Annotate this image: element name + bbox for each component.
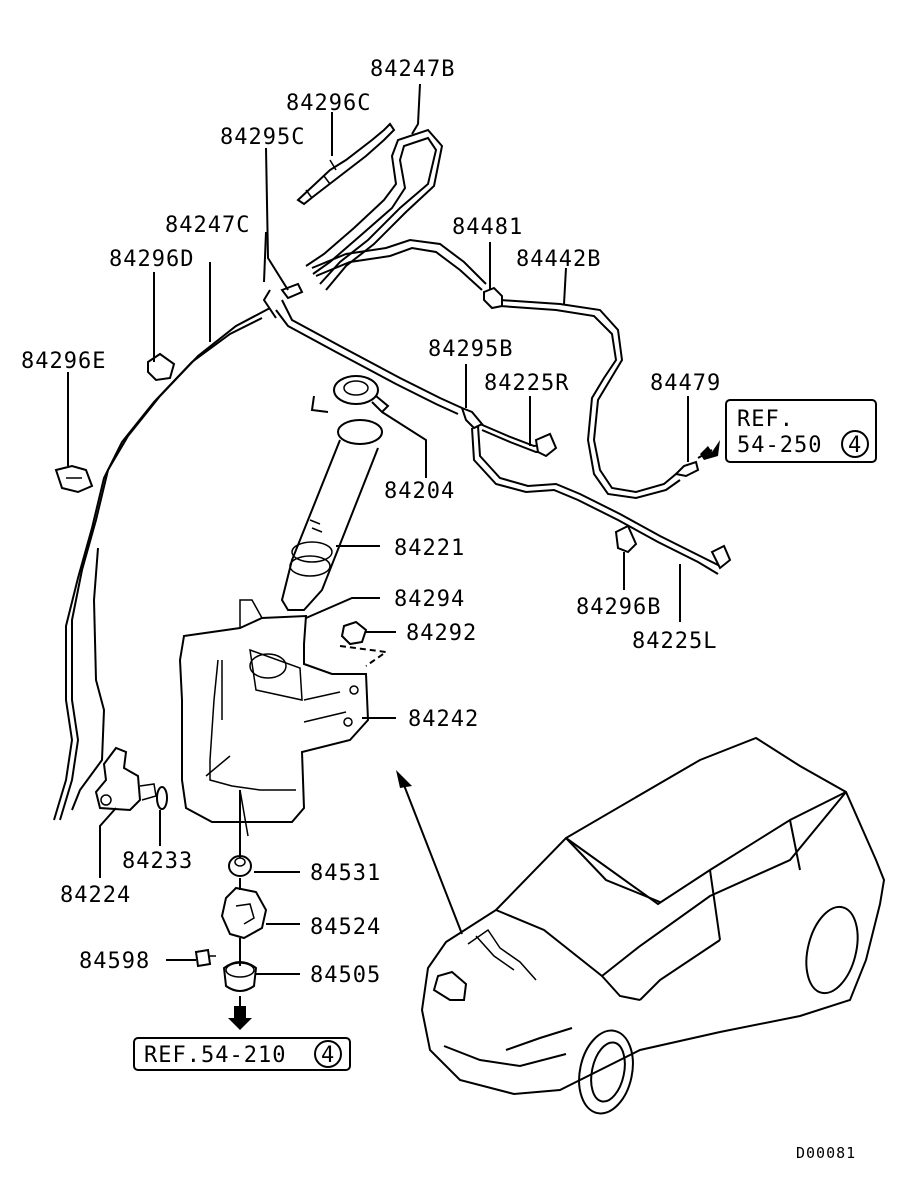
label-84292: 84292 (406, 621, 477, 646)
label-84294: 84294 (394, 587, 465, 612)
washer-pump-84224 (94, 746, 157, 812)
filler-cap-84204 (310, 375, 390, 414)
label-84247B: 84247B (370, 57, 455, 82)
clip-84296E (54, 464, 94, 494)
arrow-down-icon (228, 1006, 252, 1030)
label-84221: 84221 (394, 536, 465, 561)
label-84598: 84598 (79, 949, 150, 974)
label-84295B: 84295B (428, 337, 513, 362)
label-84481: 84481 (452, 215, 523, 240)
label-84524: 84524 (310, 915, 381, 940)
label-84531: 84531 (310, 861, 381, 886)
label-84442B: 84442B (516, 247, 601, 272)
clip-84296C (296, 122, 396, 206)
location-arrow-icon (396, 770, 463, 935)
washer-tank-84242 (178, 599, 370, 837)
grommet-84233 (156, 786, 168, 810)
filler-neck-84221 (280, 419, 383, 611)
hose-84247C (53, 307, 271, 821)
label-84296E: 84296E (21, 349, 106, 374)
nozzle-84225R (534, 432, 558, 458)
band-84505 (222, 961, 258, 992)
clip-84295C (280, 282, 304, 300)
clip-84296B (614, 524, 638, 554)
clip-84296D (147, 352, 176, 382)
ref-bottom-circle-number: 4 (321, 1043, 335, 1068)
ref-box-54-210: REF.54-210 4 (133, 1037, 351, 1071)
label-84247C: 84247C (165, 213, 250, 238)
check-valve-84481 (483, 286, 503, 310)
bolt-84598 (194, 948, 216, 968)
ref-top-circle-number: 4 (848, 433, 862, 458)
label-84224: 84224 (60, 883, 131, 908)
label-84296D: 84296D (109, 247, 194, 272)
label-84505: 84505 (310, 963, 381, 988)
label-84296C: 84296C (286, 91, 371, 116)
joint-84295B (460, 406, 484, 430)
hose-84247B (305, 128, 444, 291)
label-84296B: 84296B (576, 595, 661, 620)
label-84225R: 84225R (484, 371, 569, 396)
motor-84524 (220, 886, 268, 940)
grommet-84531 (228, 855, 252, 877)
ref-bottom-text: REF.54-210 (144, 1043, 286, 1068)
label-84225L: 84225L (632, 629, 717, 654)
diagram-code: D00081 (796, 1144, 856, 1162)
leader-lines (67, 83, 689, 1010)
label-84242: 84242 (408, 707, 479, 732)
label-84295C: 84295C (220, 125, 305, 150)
vehicle-outline (420, 736, 886, 1115)
hose-84442B (311, 238, 681, 500)
hose-84225L (262, 289, 721, 575)
nut-84292 (340, 620, 368, 646)
label-84479: 84479 (650, 371, 721, 396)
ref-top-line2: 54-250 (737, 433, 822, 458)
label-84204: 84204 (384, 479, 455, 504)
connector-84479 (673, 460, 700, 478)
nozzle-84225L (710, 544, 732, 570)
ref-box-54-250: REF. 54-250 4 (725, 399, 877, 463)
arrow-ref-top-icon (697, 440, 720, 460)
label-84233: 84233 (122, 849, 193, 874)
ref-top-line1: REF. (737, 407, 794, 432)
